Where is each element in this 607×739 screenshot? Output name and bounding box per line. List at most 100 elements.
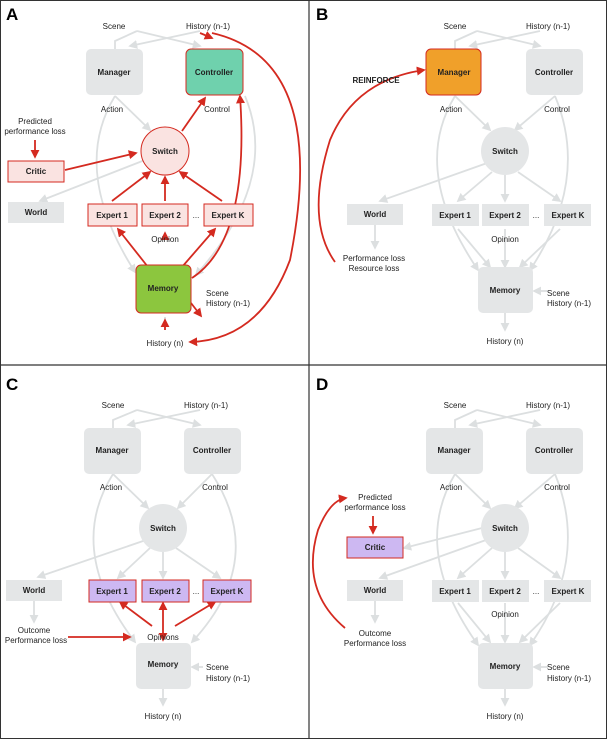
manager-label: Manager [438, 68, 471, 77]
switch-label: Switch [492, 147, 518, 156]
world-box [347, 204, 403, 225]
expert-1-label: Expert 1 [439, 211, 471, 220]
expert-1-label: Expert 1 [96, 211, 128, 220]
controller-label: Controller [193, 446, 231, 455]
expert-1-label: Expert 1 [439, 587, 471, 596]
expert-k-box [544, 580, 591, 602]
red-connections [30, 31, 301, 347]
expert-k-box [544, 204, 591, 226]
control-label: Control [202, 483, 228, 492]
dots-label: ... [533, 587, 540, 596]
controller-box [526, 428, 583, 474]
gray-connections [370, 409, 569, 707]
manager-label: Manager [98, 68, 131, 77]
scene-top-label: Scene [444, 401, 467, 410]
world-box [6, 580, 62, 601]
controller-box [526, 49, 583, 95]
world-label: World [25, 208, 48, 217]
world-box [8, 202, 64, 223]
critic-box [7, 160, 65, 183]
expert-k-label: Expert K [552, 211, 585, 220]
performance-loss-label: Performance loss [344, 639, 406, 648]
world-label: World [364, 210, 387, 219]
red-connections [317, 66, 426, 263]
panel-letter: D [316, 375, 328, 394]
action-label: Action [101, 105, 123, 114]
outcome-label: Outcome [359, 629, 392, 638]
predicted-performance-loss-label: performance loss [344, 503, 405, 512]
expert-k-box [202, 579, 252, 603]
panel-letter: A [6, 5, 18, 24]
history-bottom-label: History (n-1) [206, 299, 250, 308]
expert-2-label: Expert 2 [489, 587, 521, 596]
reinforce-label: REINFORCE [352, 76, 400, 85]
expert-1-box [88, 579, 137, 603]
expert-2-label: Expert 2 [489, 211, 521, 220]
history-bottom-label: History (n-1) [547, 674, 591, 683]
control-label: Control [544, 483, 570, 492]
panel-letter: B [316, 5, 328, 24]
opinions-label: Opinions [147, 633, 179, 642]
world-label: World [23, 586, 46, 595]
panel-b: B Scen [316, 5, 591, 346]
manager-box [84, 428, 141, 474]
gray-connections [38, 30, 257, 330]
expert-1-box [432, 204, 479, 226]
memory-box [136, 643, 191, 689]
controller-box [185, 48, 244, 96]
critic-box [346, 536, 404, 559]
controller-box [184, 428, 241, 474]
memory-label: Memory [490, 662, 521, 671]
expert-k-label: Expert K [211, 587, 244, 596]
panel-c: C [5, 375, 252, 721]
manager-box [425, 48, 482, 96]
red-connections [311, 494, 378, 629]
expert-1-box [432, 580, 479, 602]
manager-box [86, 49, 143, 95]
world-label: World [364, 586, 387, 595]
opinion-label: Opinion [491, 610, 519, 619]
history-bottom-label: History (n-1) [206, 674, 250, 683]
panel-a: A [4, 5, 301, 348]
expert-2-box [482, 204, 529, 226]
memory-box [135, 264, 192, 314]
scene-top-label: Scene [444, 22, 467, 31]
scene-bottom-label: Scene [206, 663, 229, 672]
performance-loss-label: Performance loss [343, 254, 405, 263]
world-box [347, 580, 403, 601]
expert-1-box [87, 203, 138, 227]
panel-d: D [311, 375, 591, 721]
gray-connections [370, 30, 569, 332]
history-n-label: History (n) [487, 712, 524, 721]
memory-label: Memory [148, 284, 179, 293]
switch-label: Switch [492, 524, 518, 533]
expert-2-box [141, 579, 190, 603]
history-bottom-label: History (n-1) [547, 299, 591, 308]
memory-label: Memory [148, 660, 179, 669]
action-label: Action [440, 483, 462, 492]
controller-label: Controller [535, 68, 573, 77]
switch-node [140, 126, 190, 176]
gray-connections [29, 409, 237, 707]
expert-2-label: Expert 2 [149, 211, 181, 220]
dots-label: ... [533, 211, 540, 220]
memory-box [478, 267, 533, 313]
memory-label: Memory [490, 286, 521, 295]
switch-label: Switch [152, 147, 178, 156]
scene-top-label: Scene [102, 401, 125, 410]
switch-node [481, 127, 529, 175]
scene-bottom-label: Scene [547, 289, 570, 298]
controller-label: Controller [535, 446, 573, 455]
action-label: Action [440, 105, 462, 114]
expert-k-box [203, 203, 254, 227]
switch-label: Switch [150, 524, 176, 533]
expert-k-label: Expert K [552, 587, 585, 596]
expert-2-box [482, 580, 529, 602]
outcome-label: Outcome [18, 626, 51, 635]
history-top-label: History (n-1) [184, 401, 228, 410]
manager-label: Manager [438, 446, 471, 455]
expert-1-label: Expert 1 [96, 587, 128, 596]
scene-bottom-label: Scene [547, 663, 570, 672]
expert-2-label: Expert 2 [149, 587, 181, 596]
